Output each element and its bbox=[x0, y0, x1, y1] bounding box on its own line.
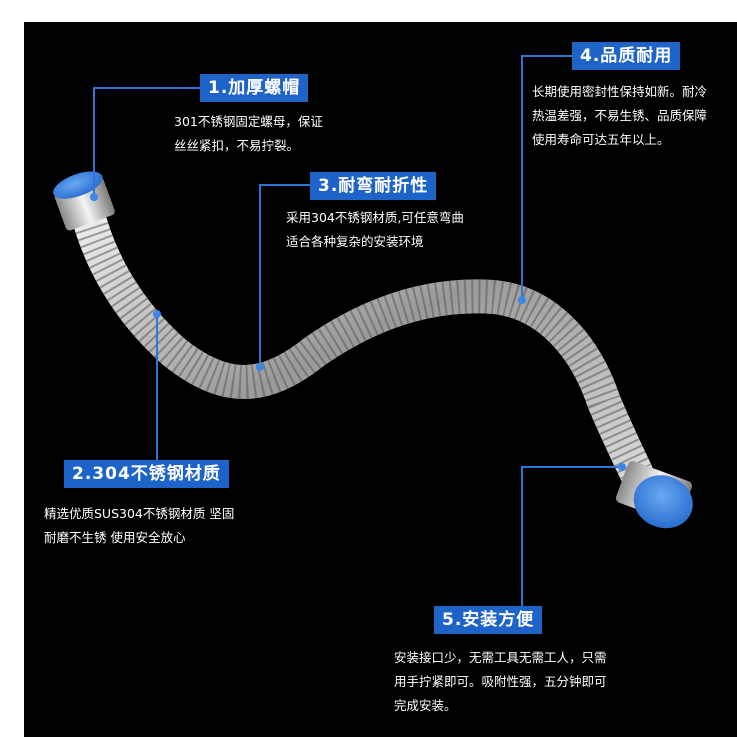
feature-5-line-2: 用手拧紧即可。吸附性强，五分钟即可 bbox=[394, 674, 607, 689]
callout-dot-3 bbox=[256, 363, 264, 371]
bottom-blue-cap bbox=[633, 475, 693, 529]
product-image: 1.加厚螺帽 301不锈钢固定螺母，保证 丝丝紧扣，不易拧裂。 3.耐弯耐折性 … bbox=[24, 22, 737, 737]
feature-1-line-2: 丝丝紧扣，不易拧裂。 bbox=[174, 138, 300, 153]
feature-2-line-1: 精选优质SUS304不锈钢材质 坚固 bbox=[44, 506, 235, 521]
feature-4-line-3: 使用寿命可达五年以上。 bbox=[532, 132, 670, 147]
feature-5-line-1: 安装接口少，无需工具无需工人，只需 bbox=[394, 650, 607, 665]
feature-2-title: 2.304不锈钢材质 bbox=[64, 460, 229, 488]
hose-ribs bbox=[69, 202, 652, 480]
feature-5-title: 5.安装方便 bbox=[434, 606, 543, 634]
top-blue-cap bbox=[53, 171, 103, 199]
bottom-nut bbox=[615, 461, 693, 529]
callout-line-3 bbox=[259, 184, 310, 367]
feature-2-line-2: 耐磨不生锈 使用安全放心 bbox=[44, 530, 186, 545]
feature-2-desc: 精选优质SUS304不锈钢材质 坚固 耐磨不生锈 使用安全放心 bbox=[44, 502, 234, 550]
callout-dot-1 bbox=[90, 193, 98, 201]
feature-3-title: 3.耐弯耐折性 bbox=[310, 172, 437, 200]
hose-illustration bbox=[53, 55, 693, 620]
top-nut bbox=[53, 171, 115, 231]
feature-1-title: 1.加厚螺帽 bbox=[200, 74, 309, 102]
feature-5-desc: 安装接口少，无需工具无需工人，只需 用手拧紧即可。吸附性强，五分钟即可 完成安装… bbox=[394, 646, 607, 718]
feature-4-desc: 长期使用密封性保持如新。耐冷 热温差强，不易生锈、品质保障 使用寿命可达五年以上… bbox=[532, 80, 707, 152]
callout-dot-4 bbox=[518, 296, 526, 304]
feature-1-desc: 301不锈钢固定螺母，保证 丝丝紧扣，不易拧裂。 bbox=[174, 110, 323, 158]
feature-4-title: 4.品质耐用 bbox=[572, 42, 681, 70]
feature-3-line-1: 采用304不锈钢材质,可任意弯曲 bbox=[286, 210, 464, 225]
feature-3-desc: 采用304不锈钢材质,可任意弯曲 适合各种复杂的安装环境 bbox=[286, 206, 464, 254]
feature-4-line-2: 热温差强，不易生锈、品质保障 bbox=[532, 108, 708, 123]
callout-dot-5 bbox=[618, 463, 626, 471]
feature-1-line-1: 301不锈钢固定螺母，保证 bbox=[174, 114, 323, 129]
callout-line-1 bbox=[93, 87, 200, 197]
callout-line-4 bbox=[521, 55, 572, 300]
feature-5-line-3: 完成安装。 bbox=[394, 698, 457, 713]
feature-3-line-2: 适合各种复杂的安装环境 bbox=[286, 234, 424, 249]
feature-4-line-1: 长期使用密封性保持如新。耐冷 bbox=[532, 84, 708, 99]
callout-line-5 bbox=[521, 466, 622, 620]
callout-dot-2 bbox=[153, 310, 161, 318]
